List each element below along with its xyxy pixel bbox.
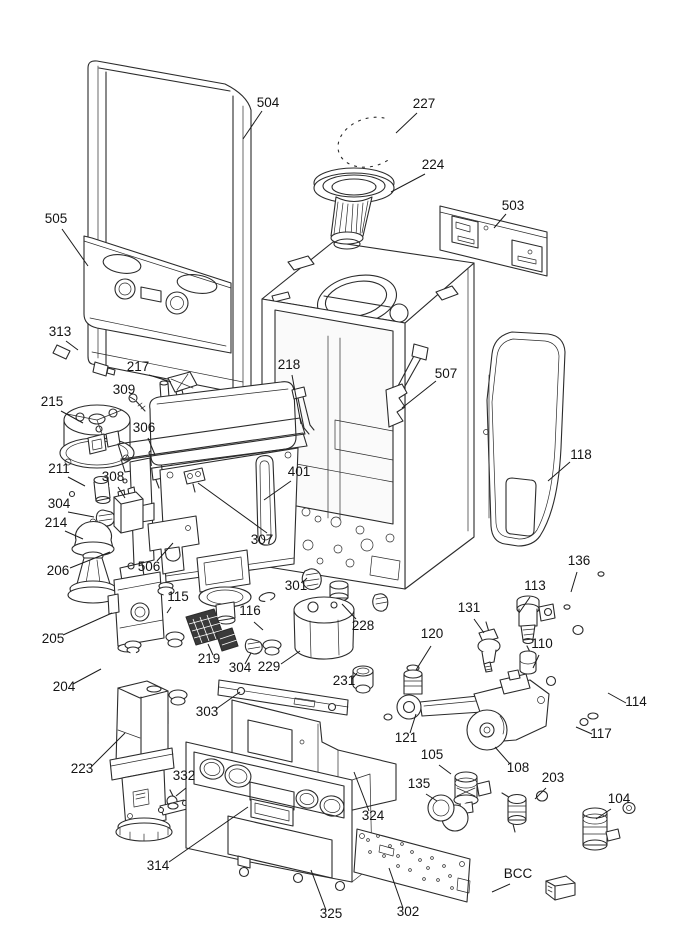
part-204-pipe (124, 640, 188, 706)
part-211-valve (68, 475, 128, 505)
callout-115: 115 (167, 589, 189, 604)
callout-108: 108 (507, 760, 530, 775)
callout-313: 313 (49, 324, 72, 339)
part-120-fitting (403, 664, 423, 695)
callout-301: 301 (285, 578, 308, 593)
callout-306: 306 (133, 420, 156, 435)
callout-117: 117 (590, 726, 612, 741)
callout-227: 227 (413, 96, 436, 111)
part-116-pipe (258, 592, 282, 656)
part-308-gas-restrictor (113, 486, 144, 534)
callout-104: 104 (608, 791, 631, 806)
part-229-air-box (293, 596, 355, 660)
callout-304-a: 304 (48, 496, 71, 511)
part-227-flue-clamp (333, 112, 396, 172)
callout-229: 229 (258, 659, 281, 674)
part-304-clip-b (244, 638, 263, 655)
callout-113: 113 (524, 578, 546, 593)
part-307-fitting (183, 467, 206, 493)
part-136-rod (563, 571, 605, 610)
part-214-dome (71, 518, 115, 557)
part-bcc-configuration-chip (545, 875, 576, 901)
part-135-cylinder (427, 794, 472, 832)
chassis-back-box (261, 241, 475, 612)
callout-121: 121 (395, 730, 418, 745)
callout-507: 507 (435, 366, 458, 381)
part-505-control-fascia (83, 235, 232, 354)
callout-206: 206 (47, 563, 70, 578)
callout-114: 114 (625, 694, 647, 709)
callout-223: 223 (71, 761, 94, 776)
callout-116: 116 (239, 603, 261, 618)
callout-401: 401 (288, 464, 311, 479)
callout-302: 302 (397, 904, 420, 919)
part-506-bracket (147, 515, 200, 575)
part-205-gas-valve (107, 562, 165, 653)
part-115-pipe (157, 581, 185, 648)
callout-bcc: BCC (504, 866, 533, 881)
part-114-pipe (572, 624, 610, 720)
part-104-valve (582, 801, 636, 851)
callout-118: 118 (570, 447, 592, 462)
part-314-display-insert (250, 798, 294, 827)
callout-110: 110 (531, 636, 553, 651)
part-131-sensor (477, 621, 501, 673)
part-113-valve (516, 595, 556, 645)
part-condensate-cup (196, 549, 252, 625)
callout-218: 218 (278, 357, 301, 372)
callout-325: 325 (320, 906, 343, 921)
part-203-valve (501, 790, 549, 833)
callout-303: 303 (196, 704, 219, 719)
leader-lines (60, 110, 627, 911)
callout-504: 504 (257, 95, 280, 110)
part-223-condensate-trap (109, 680, 175, 842)
callout-503: 503 (502, 198, 525, 213)
callout-131: 131 (458, 600, 481, 615)
part-507-bracket (385, 343, 429, 428)
part-224-flue-adapter (313, 167, 395, 250)
callout-304-b: 304 (229, 660, 252, 675)
callout-205: 205 (42, 631, 65, 646)
callout-217: 217 (127, 359, 150, 374)
part-313-sensing-hose (52, 344, 116, 385)
part-110-air-vent (519, 645, 537, 681)
part-117-pipe (545, 675, 589, 727)
part-332-fitting (157, 789, 189, 816)
callout-228: 228 (352, 618, 375, 633)
part-303-bracket-bar (217, 679, 349, 716)
callout-203: 203 (542, 770, 565, 785)
callout-211: 211 (48, 461, 70, 476)
callout-214: 214 (45, 515, 68, 530)
part-219-grid (185, 608, 239, 652)
part-118-cover-panel (483, 331, 566, 547)
part-503-mounting-bracket (439, 205, 548, 277)
callout-215: 215 (41, 394, 64, 409)
part-324-side-panel (231, 699, 397, 813)
callout-105: 105 (421, 747, 444, 762)
callout-136: 136 (568, 553, 591, 568)
callout-224: 224 (422, 157, 445, 172)
callout-314: 314 (147, 858, 170, 873)
part-215-fan (59, 404, 135, 469)
callout-labels: 504 227 224 503 505 313 217 218 507 309 … (41, 95, 648, 921)
callout-307: 307 (251, 532, 274, 547)
callout-135: 135 (408, 776, 431, 791)
callout-505: 505 (45, 211, 68, 226)
callout-332: 332 (173, 768, 196, 783)
callout-120: 120 (421, 626, 444, 641)
callout-219: 219 (198, 651, 221, 666)
callout-324: 324 (362, 808, 385, 823)
callout-309: 309 (113, 382, 136, 397)
part-heat-exchanger-assembly (117, 380, 315, 625)
part-302-control-pcb (353, 828, 471, 903)
callout-506: 506 (138, 559, 161, 574)
callout-308: 308 (102, 469, 125, 484)
part-301-clip (301, 568, 322, 591)
callout-231: 231 (333, 673, 356, 688)
part-325-control-housing (185, 741, 373, 892)
part-108-pump (466, 669, 550, 751)
callout-204: 204 (53, 679, 76, 694)
part-231-grommet (352, 665, 374, 694)
part-121-manifold-arm (383, 694, 483, 721)
